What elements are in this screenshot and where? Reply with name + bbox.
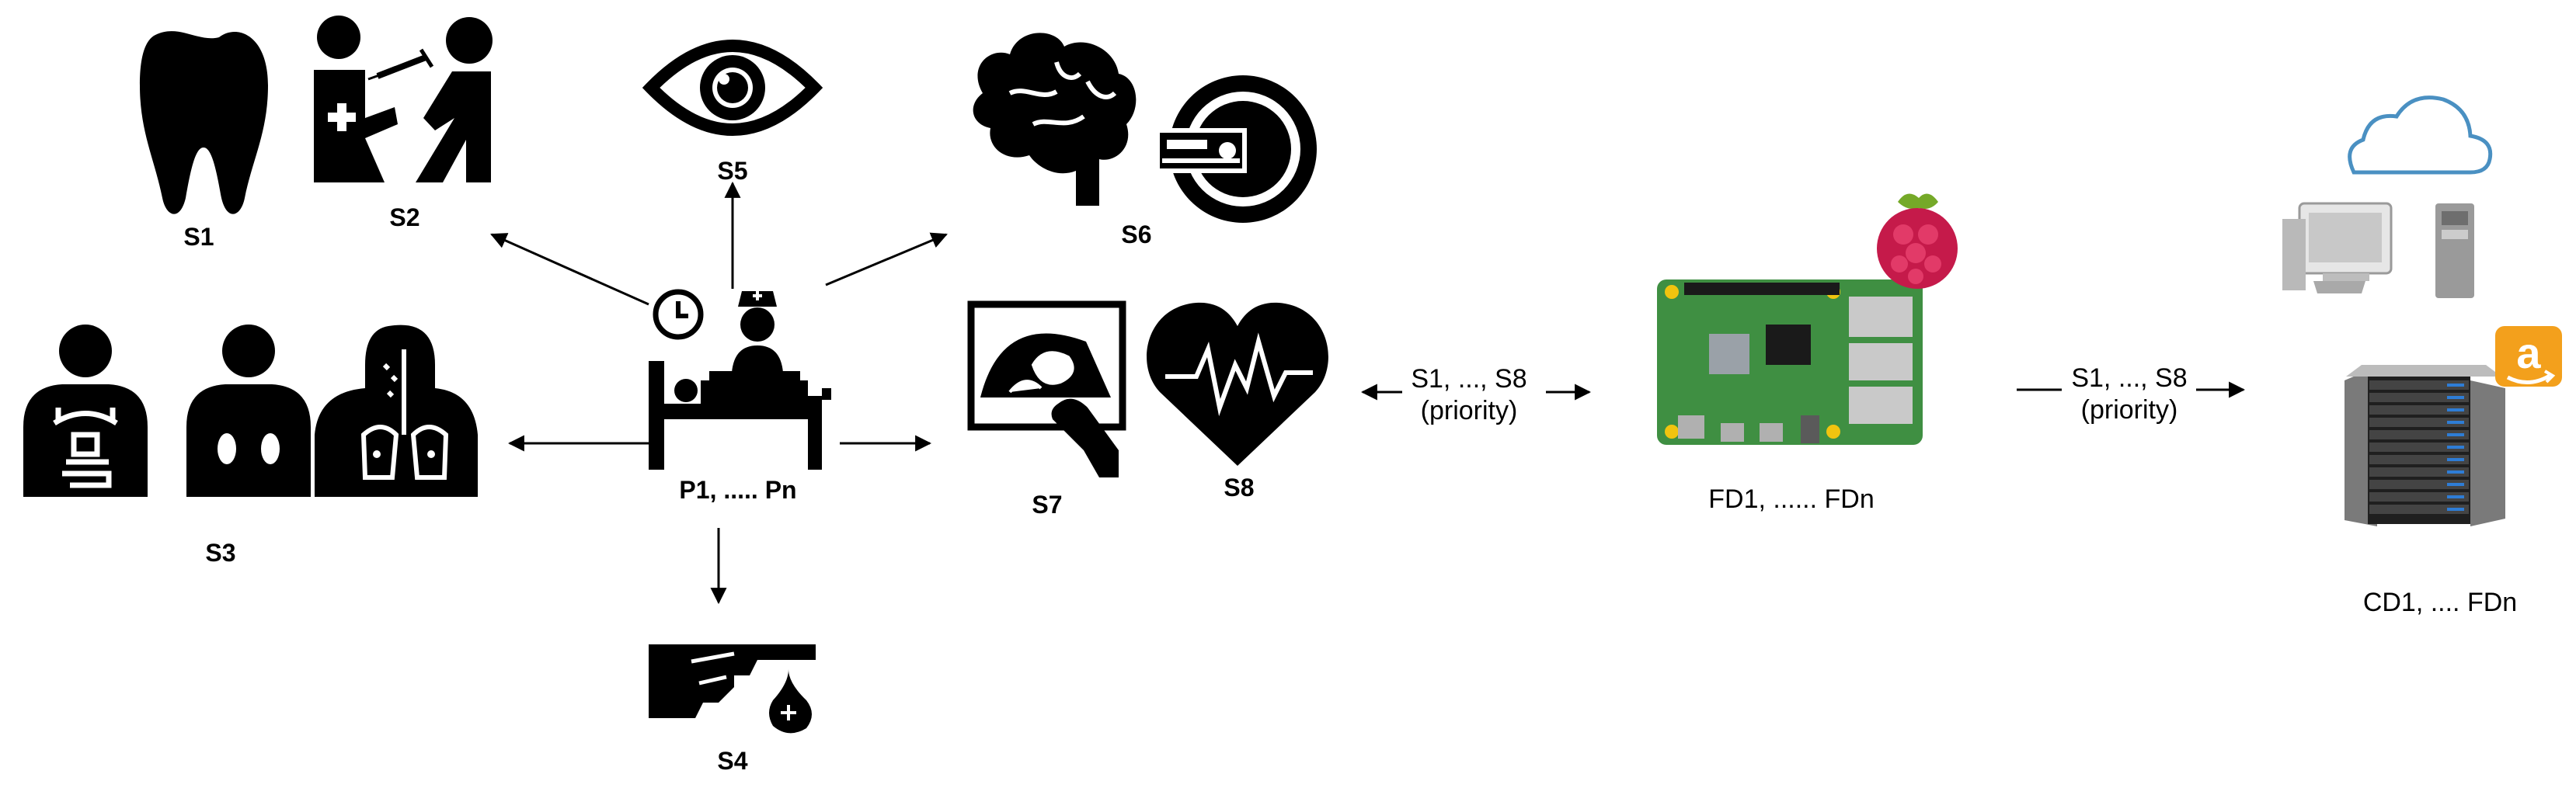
- cloud-icon: [2348, 95, 2493, 175]
- respiratory-system-icon: [315, 325, 478, 497]
- kidneys-icon: [186, 325, 311, 497]
- label-s8: S8: [1224, 474, 1255, 502]
- arrow-to-s6: [825, 232, 948, 286]
- desktop-computer-icon: [2282, 202, 2393, 293]
- tower-pc-icon: [2435, 203, 2474, 298]
- label-s7: S7: [1032, 491, 1063, 519]
- label-fog-devices: FD1, ...... FDn: [1708, 484, 1875, 514]
- link-label-fog-cloud: S1, ..., S8 (priority): [2071, 363, 2187, 426]
- digestive-system-icon: [23, 325, 148, 497]
- server-rack-icon: [2345, 365, 2505, 526]
- label-s1: S1: [183, 223, 214, 251]
- arrows: [490, 181, 2246, 605]
- link-label-patient-fog: S1, ..., S8 (priority): [1411, 363, 1526, 427]
- svg-text:a: a: [2516, 328, 2541, 377]
- label-cloud-devices: CD1, .... FDn: [2362, 588, 2518, 617]
- label-patients: P1, ..... Pn: [679, 476, 797, 504]
- label-s4: S4: [717, 747, 748, 775]
- label-s5: S5: [717, 157, 748, 185]
- glucose-test-icon: [649, 644, 816, 734]
- label-s2: S2: [389, 203, 420, 231]
- raspberry-pi-logo-icon: [1877, 193, 1958, 289]
- link-label-fog-cloud-line1: S1, ..., S8: [2071, 363, 2188, 394]
- ultrasound-icon: [967, 300, 1126, 477]
- amazon-icon: a: [2495, 326, 2562, 387]
- label-s6: S6: [1121, 220, 1152, 248]
- vaccination-icon: [314, 16, 493, 182]
- heart-rate-icon: [1147, 302, 1328, 466]
- clock-icon: [653, 289, 704, 340]
- brain-icon: [973, 33, 1137, 206]
- patient-bed-icon: [649, 361, 831, 470]
- tooth-icon: [140, 31, 268, 214]
- link-label-patient-fog-line1: S1, ..., S8: [1411, 364, 1527, 394]
- mri-scanner-icon: [1155, 75, 1317, 223]
- link-label-fog-cloud-line2: (priority): [2080, 395, 2178, 425]
- eye-icon: [642, 40, 823, 136]
- link-label-patient-fog-line2: (priority): [1420, 396, 1518, 425]
- label-s3: S3: [205, 539, 236, 567]
- arrow-to-s1-s2: [490, 233, 649, 306]
- raspberry-pi-board-icon: [1657, 279, 1923, 445]
- nurse-icon: [732, 291, 783, 373]
